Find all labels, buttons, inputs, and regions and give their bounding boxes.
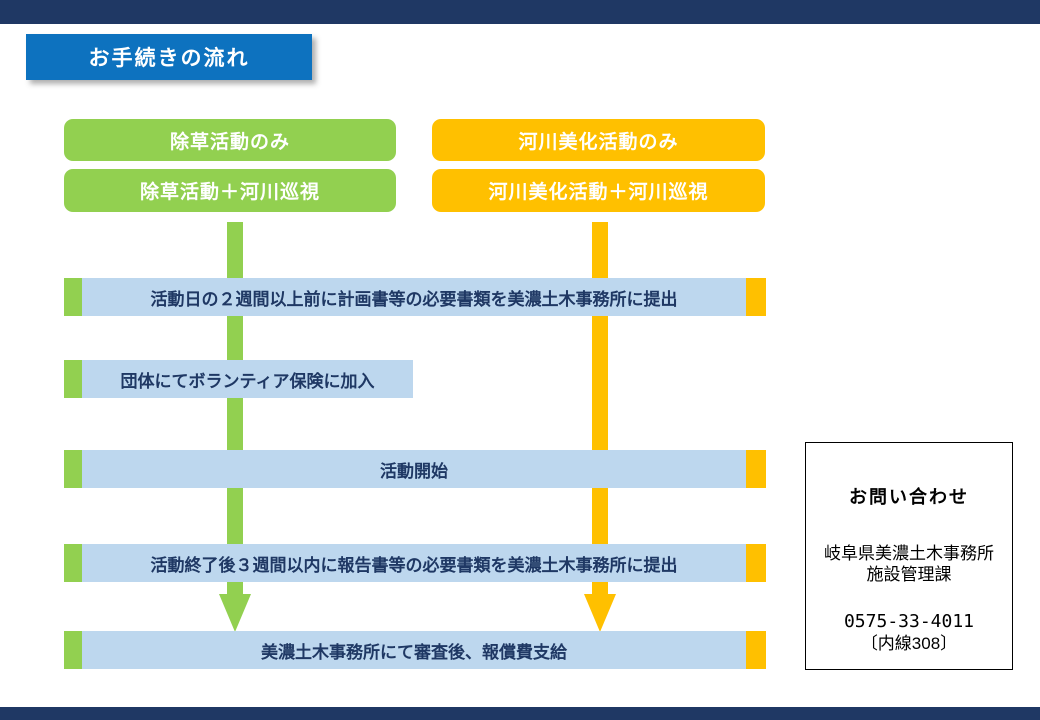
box-weeding-only-label: 除草活動のみ xyxy=(169,131,290,153)
yellow-tab xyxy=(746,631,766,669)
yellow-tab xyxy=(746,450,766,488)
box-beautification-only: 河川美化活動のみ xyxy=(432,119,765,161)
step-label: 美濃土木事務所にて審査後、報償費支給 xyxy=(82,631,746,669)
page-title: お手続きの流れ xyxy=(88,47,250,70)
box-weeding-plus-patrol: 除草活動＋河川巡視 xyxy=(64,169,396,212)
box-beautification-only-label: 河川美化活動のみ xyxy=(518,131,679,153)
contact-heading: お問い合わせ xyxy=(849,487,969,507)
top-navy-bar xyxy=(0,0,1040,24)
title-box: お手続きの流れ xyxy=(26,34,312,80)
box-weeding-only: 除草活動のみ xyxy=(64,119,396,161)
step-label: 活動日の２週間以上前に計画書等の必要書類を美濃土木事務所に提出 xyxy=(82,278,746,316)
contact-department: 施設管理課 xyxy=(866,565,952,584)
green-arrow-head-icon xyxy=(219,594,251,632)
green-tab xyxy=(64,544,82,582)
contact-extension: 〔内線308〕 xyxy=(860,634,958,653)
step-bar-insurance: 団体にてボランティア保険に加入 xyxy=(64,360,413,398)
step-bar-payment: 美濃土木事務所にて審査後、報償費支給 xyxy=(64,631,766,669)
step-label: 団体にてボランティア保険に加入 xyxy=(82,360,413,398)
step-bar-submit-report: 活動終了後３週間以内に報告書等の必要書類を美濃土木事務所に提出 xyxy=(64,544,766,582)
green-tab xyxy=(64,631,82,669)
yellow-tab xyxy=(746,544,766,582)
bottom-navy-bar xyxy=(0,707,1040,720)
green-tab xyxy=(64,360,82,398)
box-beautification-plus-patrol-label: 河川美化活動＋河川巡視 xyxy=(488,182,709,203)
green-tab xyxy=(64,450,82,488)
yellow-arrow-head-icon xyxy=(584,594,616,632)
contact-box: お問い合わせ 岐阜県美濃土木事務所 施設管理課 0575-33-4011 〔内線… xyxy=(805,442,1013,670)
box-weeding-plus-patrol-label: 除草活動＋河川巡視 xyxy=(139,182,320,203)
step-bar-submit-plan: 活動日の２週間以上前に計画書等の必要書類を美濃土木事務所に提出 xyxy=(64,278,766,316)
step-label: 活動終了後３週間以内に報告書等の必要書類を美濃土木事務所に提出 xyxy=(82,544,746,582)
yellow-tab xyxy=(746,278,766,316)
step-label: 活動開始 xyxy=(82,450,746,488)
step-bar-activity-start: 活動開始 xyxy=(64,450,766,488)
contact-office: 岐阜県美濃土木事務所 xyxy=(824,544,994,563)
contact-phone: 0575-33-4011 xyxy=(843,611,975,632)
box-beautification-plus-patrol: 河川美化活動＋河川巡視 xyxy=(432,169,765,212)
green-tab xyxy=(64,278,82,316)
